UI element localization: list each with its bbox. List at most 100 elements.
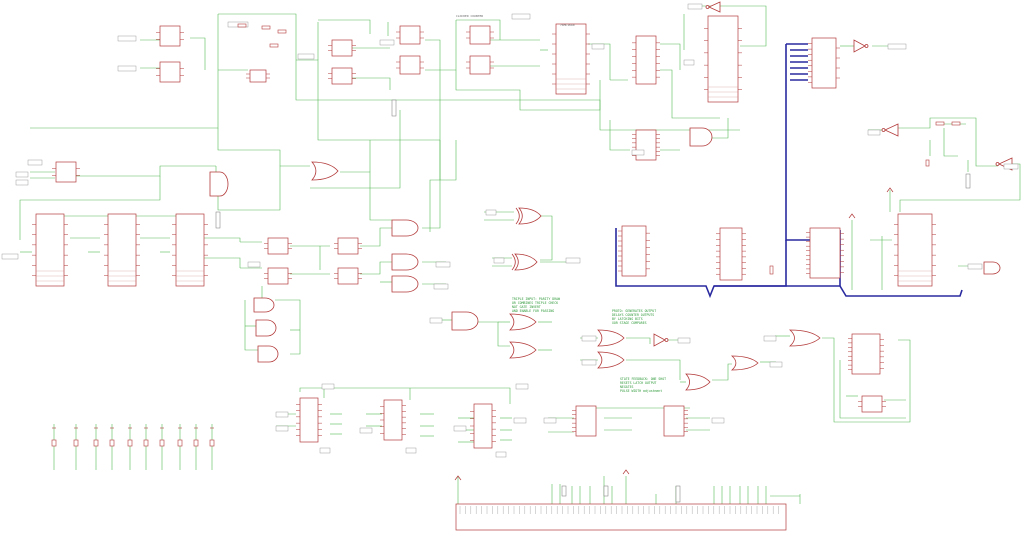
ic-chip [858,395,886,413]
ic-chip [264,267,292,285]
resistor-body [159,439,165,447]
annotation-note-mid-2: STATE FEEDBACK: ONE SHOT RESETS LATCH OU… [620,377,666,393]
ic-chip [32,213,68,287]
pullup-resistor [73,427,79,447]
or-gate-body [509,341,537,359]
net-label-tag [967,263,983,270]
net-label-tag [297,53,315,60]
and-gate-body [451,311,479,331]
ic-body [159,25,181,47]
resistor [935,121,945,126]
net-label-tag [591,43,605,50]
net-label-tag [511,13,531,20]
net-label-tag [1003,163,1019,170]
net-label-tag [405,447,417,454]
ic-chip [328,67,356,85]
and-gate [209,171,229,197]
or-gate [597,329,625,347]
or-gate-body [685,373,711,391]
net-label-tag [581,359,597,366]
and-gate [983,261,1001,275]
net-label-tag [117,35,137,42]
ic-chip [704,15,742,103]
net-label-tag [515,383,529,390]
note-mid2-line-1: STATE FEEDBACK: ONE SHOT [620,377,666,381]
ic-body [811,37,837,89]
ic-chip [104,213,140,287]
ic-body [175,213,205,287]
ic-chip [716,227,746,281]
power-symbol [622,469,630,475]
note-mid2-line-4: PULSE WIDTH adjustment [620,389,662,393]
ic-chip [632,129,660,161]
passive-components [51,23,971,503]
pullup-resistor [93,427,99,447]
net-label-tag [631,149,645,156]
pullup-resistor [209,427,215,447]
ic-chip [264,237,292,255]
ic-body [621,225,647,277]
not-gate [653,333,669,347]
note-mid1-line-1: PROTO: GENERATES OUTPUT [612,309,656,313]
ic-chip [380,399,406,441]
ic-body [267,237,289,255]
module [391,99,397,117]
ic-body [663,405,685,437]
net-label-tag [711,417,725,424]
resistor-body [177,439,183,447]
net-label-tag [887,43,907,50]
ic-body [337,237,359,255]
net-label-tag [247,261,261,268]
and-gate [391,253,419,271]
ic-body [299,397,319,443]
ic-chip [334,267,362,285]
ic-chip [894,213,936,287]
pullup-resistor [159,427,165,447]
module [603,485,609,497]
note-mid2-line-3: NEGATES [620,385,634,389]
ic-chip [572,405,597,437]
net-label-tag [485,209,497,216]
pullup-resistor [177,427,183,447]
note-mid1-line-2: DELAYS COUNTER OUTPUTS [612,313,654,317]
ic-body [473,403,493,449]
note-mid1-line-3: BY LATCHING BITS [612,317,643,321]
net-label-tag [15,171,29,178]
note-left-line-3: NOT GATE INVERT [512,305,541,309]
not-gate [705,1,721,13]
resistor [277,29,287,34]
ic-body [575,405,597,437]
net-label-tags [1,3,1019,458]
net-label-tag [1,253,19,260]
ic-body [809,227,841,279]
not-gate [881,123,899,137]
net-label-tag [453,425,467,432]
not-gate-body [853,39,866,53]
pullup-resistor [143,427,149,447]
resistor-body [73,439,79,447]
power-symbol [454,475,462,481]
pullup-resistor [193,427,199,447]
ic-body [719,227,743,281]
and-gate [391,275,419,293]
and-gate [451,311,479,331]
and-gate [257,345,279,363]
and-gate-body [983,261,1001,275]
not-gate-body [653,333,666,347]
note-mid2-line-2: RESETS LATCH OUTPUT [620,381,657,385]
resistor [925,159,930,167]
and-gate-body [391,253,419,271]
ic-body [851,333,881,375]
resistor-body [51,439,57,447]
or-gate-body [311,161,339,181]
ic-body [159,61,181,83]
net-label-tag [433,283,449,290]
ic-body [107,213,137,287]
pullup-resistor [109,427,115,447]
not-gate-body [708,1,721,13]
resistor-body [143,439,149,447]
net-label-tag [513,417,527,424]
counter-part-label: 74HC161N [560,23,575,27]
